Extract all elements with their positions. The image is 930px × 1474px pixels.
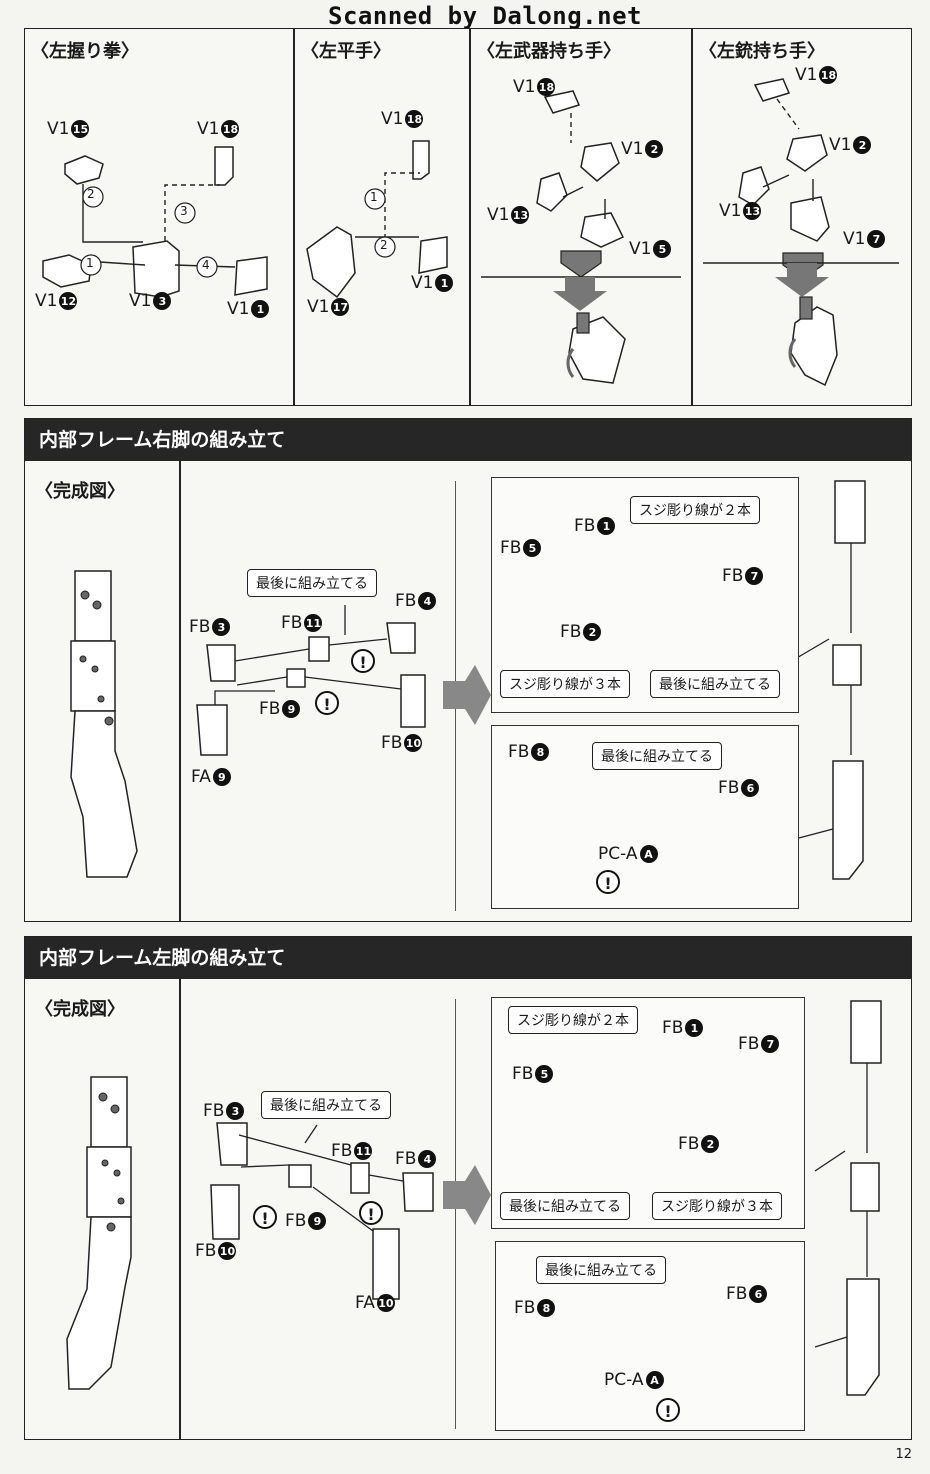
left-leg-header: 内部フレーム左脚の組み立て [25, 937, 911, 979]
section-title-left-open-hand: 〈左平手〉 [301, 41, 391, 62]
note-three-engraved-lines: スジ彫り線が３本 [500, 670, 630, 698]
note-three-engraved-lines: スジ彫り線が３本 [652, 1192, 782, 1220]
note-two-engraved-lines: スジ彫り線が２本 [508, 1006, 638, 1034]
note-assemble-last: 最後に組み立てる [500, 1192, 630, 1220]
left-leg-panel: 内部フレーム左脚の組み立て 〈完成図〉 [24, 936, 912, 1440]
note-assemble-last: 最後に組み立てる [261, 1091, 391, 1119]
step-3: 3 [180, 204, 188, 218]
caution-icon: ! [359, 1201, 383, 1225]
complete-view-title: 〈完成図〉 [35, 999, 125, 1020]
caution-icon: ! [596, 870, 620, 894]
hand-assembly-panel: 〈左握り拳〉 〈左平手〉 〈左武器持ち手〉 〈左銃持ち手〉 [24, 28, 912, 406]
step-1: 2 [87, 187, 95, 201]
note-two-engraved-lines: スジ彫り線が２本 [630, 496, 760, 524]
caution-icon: ! [351, 649, 375, 673]
hand-parts-illustration [42, 78, 899, 387]
note-assemble-last: 最後に組み立てる [247, 569, 377, 597]
step-4: 4 [202, 258, 210, 272]
step-2: 2 [380, 238, 388, 252]
complete-view-title: 〈完成図〉 [35, 481, 125, 502]
caution-icon: ! [656, 1398, 680, 1422]
caution-icon: ! [315, 691, 339, 715]
scanner-watermark: Scanned by Dalong.net [328, 2, 642, 30]
section-title-left-gun-hand: 〈左銃持ち手〉 [699, 41, 825, 62]
page-number: 12 [895, 1447, 912, 1462]
note-assemble-last: 最後に組み立てる [536, 1256, 666, 1284]
caution-icon: ! [253, 1205, 277, 1229]
section-title-left-weapon-hand: 〈左武器持ち手〉 [477, 41, 621, 62]
right-leg-header: 内部フレーム右脚の組み立て [25, 419, 911, 461]
step-1: 1 [370, 190, 378, 204]
step-2: 1 [86, 256, 94, 270]
section-title-left-fist: 〈左握り拳〉 [31, 41, 139, 62]
note-assemble-last: 最後に組み立てる [650, 670, 780, 698]
right-leg-panel: 内部フレーム右脚の組み立て 〈完成図〉 [24, 418, 912, 922]
note-assemble-last: 最後に組み立てる [592, 742, 722, 770]
